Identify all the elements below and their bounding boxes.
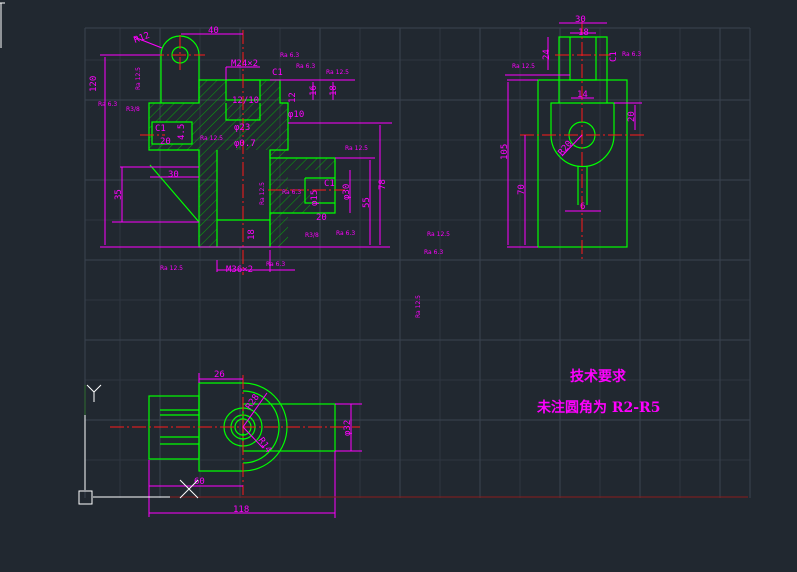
front-view[interactable]: 40 R12 M24×2 C1 120 12 16 18 12/10 R3/8 …	[89, 26, 392, 275]
roughness-label: Ra 12.5	[160, 265, 183, 272]
dim-c1-b: C1	[155, 124, 166, 134]
dim-m24: M24×2	[231, 59, 258, 69]
dim-120: 120	[89, 76, 99, 92]
roughness-label: Ra 6.3	[282, 189, 301, 196]
roughness-label: Ra 12.5	[200, 135, 223, 142]
dim-26: 26	[214, 370, 225, 380]
roughness-label: Ra 6.3	[266, 261, 285, 268]
dim-r3-8-b: R3/8	[305, 232, 319, 239]
dim-12: 12	[288, 92, 298, 103]
roughness-label: Ra 6.3	[336, 230, 355, 237]
roughness-label: Ra 6.3	[424, 249, 443, 256]
dim-30: 30	[575, 15, 586, 25]
roughness-label: Ra 6.3	[98, 101, 117, 108]
dim-24: 24	[542, 49, 552, 60]
dim-phi23: φ23	[234, 123, 250, 133]
dim-20: 20	[627, 111, 637, 122]
dim-r12: R12	[133, 31, 152, 46]
dim-6: 6	[580, 202, 585, 212]
roughness-label: Ra 12.5	[135, 67, 142, 90]
roughness-label: Ra 12.5	[512, 63, 535, 70]
dim-30: 30	[168, 170, 179, 180]
dim-55: 55	[362, 197, 372, 208]
viewport-corner-mark	[0, 2, 5, 48]
dim-60: 60	[194, 477, 205, 487]
technical-notes: 技术要求 未注圆角为 R2-R5	[537, 368, 660, 416]
dim-20-b: 20	[316, 213, 327, 223]
dim-phi15: φ15	[310, 190, 320, 206]
dim-20: 20	[160, 137, 171, 147]
roughness-label: Ra 6.3	[280, 52, 299, 59]
roughness-label: Ra 12.5	[259, 182, 266, 205]
crosshair-cursor	[179, 479, 199, 499]
roughness-label: Ra 12.5	[326, 69, 349, 76]
dim-40: 40	[208, 26, 219, 36]
ucs-icon	[78, 384, 170, 505]
dim-14: 14	[577, 90, 588, 100]
dim-12-10: 12/10	[232, 96, 259, 106]
dim-78: 78	[378, 179, 388, 190]
dim-18-b: 18	[247, 229, 257, 240]
dim-c1-c: C1	[324, 179, 335, 189]
dim-phi0-7: φ0.7	[234, 139, 256, 149]
dim-phi32: φ32	[343, 420, 353, 436]
roughness-label: Ra 12.5	[427, 231, 450, 238]
dim-m36: M36×2	[226, 265, 253, 275]
dim-16: 16	[309, 85, 319, 96]
top-view[interactable]: 26 R28 R14 φ32 60 118	[110, 370, 362, 518]
roughness-label: Ra 6.3	[622, 51, 641, 58]
loose-roughness-symbols: Ra 12.5 Ra 6.3 Ra 12.5	[415, 231, 450, 318]
dim-c1: C1	[272, 68, 283, 78]
dim-4-5: 4.5	[177, 124, 187, 140]
dim-18: 18	[329, 85, 339, 96]
ucs-y-glyph	[86, 384, 102, 402]
dim-phi30: φ30	[342, 184, 352, 200]
dim-18: 18	[578, 28, 589, 38]
roughness-label: Ra 12.5	[345, 145, 368, 152]
dim-r14: R14	[256, 436, 274, 455]
notes-title: 技术要求	[570, 368, 627, 385]
dim-r20: R20	[557, 139, 575, 158]
dim-c1: C1	[609, 51, 619, 62]
roughness-label: Ra 6.3	[296, 63, 315, 70]
roughness-label: Ra 12.5	[415, 295, 422, 318]
dim-70: 70	[517, 184, 527, 195]
side-view[interactable]: 30 18 24 C1 14 20 105 70 R20 6 Ra 12.5 R…	[500, 15, 645, 262]
notes-fillet-note: 未注圆角为 R2-R5	[537, 399, 660, 416]
dim-r3-8: R3/8	[126, 106, 140, 113]
dim-118: 118	[233, 505, 249, 515]
dim-35: 35	[114, 189, 124, 200]
dim-r28: R28	[244, 393, 262, 412]
dim-phi10: φ10	[288, 110, 304, 120]
dim-105: 105	[500, 144, 510, 160]
